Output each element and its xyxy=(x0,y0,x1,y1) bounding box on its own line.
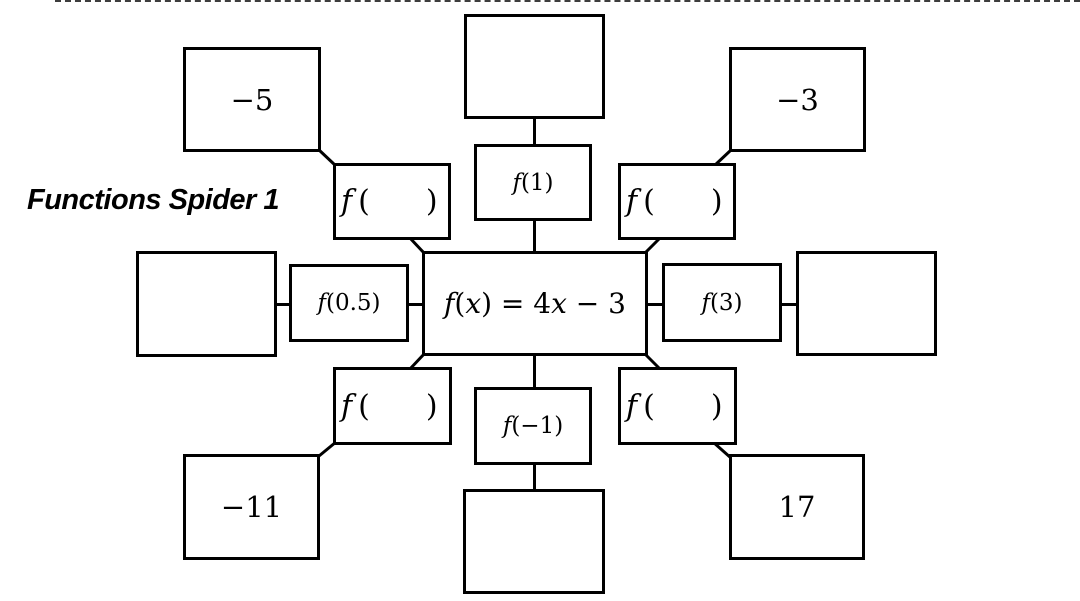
formula-part: ) = 4 xyxy=(481,287,552,320)
open-paren: ( xyxy=(358,184,370,219)
spoke-label-box-left: f(0.5) xyxy=(289,264,409,342)
open-paren: ( xyxy=(643,184,655,219)
function-letter: f xyxy=(341,184,353,219)
function-letter: f xyxy=(317,290,326,316)
answer-box-bottom-right: 17 xyxy=(729,454,865,560)
answer-box-top xyxy=(464,14,605,119)
function-argument: (1) xyxy=(520,169,554,196)
function-letter: f xyxy=(341,388,353,424)
answer-box-bottom xyxy=(463,489,605,594)
cropped-edge-line xyxy=(55,0,1080,2)
blank-input-box-bottom-right: f ( ) xyxy=(618,367,737,445)
spoke-label-box-top: f(1) xyxy=(474,144,592,221)
formula-part: − 3 xyxy=(566,287,626,320)
function-letter: f xyxy=(626,388,638,424)
close-paren: ) xyxy=(710,184,723,219)
function-letter: f xyxy=(626,184,638,219)
blank-input-box-top-left: f ( ) xyxy=(333,163,451,240)
close-paren: ) xyxy=(425,184,438,219)
spoke-label-box-bottom: f(−1) xyxy=(474,387,592,465)
answer-value: −5 xyxy=(230,82,274,117)
answer-box-bottom-left: −11 xyxy=(183,454,320,560)
worksheet-title: Functions Spider 1 xyxy=(27,184,280,216)
answer-box-top-right: −3 xyxy=(729,47,866,152)
close-paren: ) xyxy=(425,388,438,424)
answer-value: 17 xyxy=(778,490,816,524)
formula-part: ( xyxy=(454,287,466,320)
answer-value: −11 xyxy=(220,490,283,524)
spoke-label-box-right: f(3) xyxy=(662,263,782,342)
close-paren: ) xyxy=(710,388,723,424)
answer-box-top-left: −5 xyxy=(183,47,321,152)
answer-value: −3 xyxy=(776,82,819,117)
blank-input-box-top-right: f ( ) xyxy=(618,163,736,240)
blank-input-box-bottom-left: f ( ) xyxy=(333,367,452,445)
formula-part: f xyxy=(444,287,455,320)
formula-part: x xyxy=(465,287,482,320)
function-letter: f xyxy=(701,289,710,316)
function-letter: f xyxy=(502,413,512,439)
function-argument: (0.5) xyxy=(325,290,381,316)
answer-box-right xyxy=(796,251,937,356)
formula-part: x xyxy=(551,287,567,320)
function-letter: f xyxy=(512,169,521,196)
function-argument: (−1) xyxy=(511,413,564,439)
function-argument: (3) xyxy=(709,289,743,316)
open-paren: ( xyxy=(643,388,655,424)
answer-box-left xyxy=(136,251,277,357)
open-paren: ( xyxy=(358,388,370,424)
